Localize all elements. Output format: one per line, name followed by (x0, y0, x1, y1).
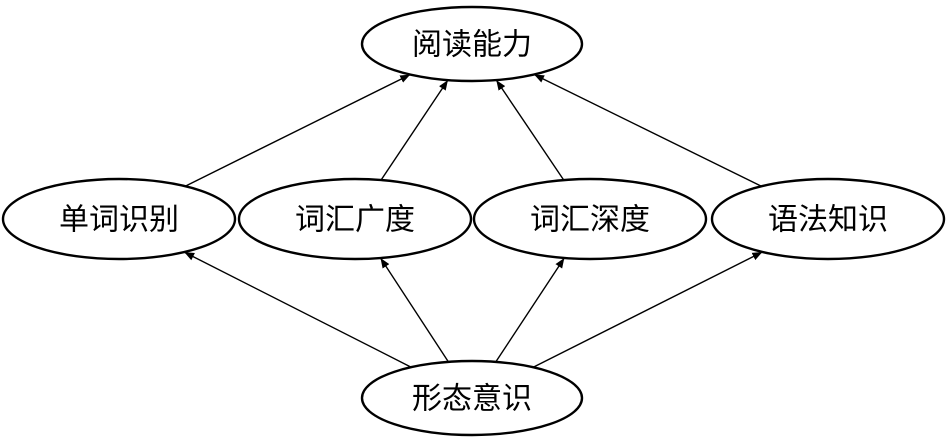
edges (183, 73, 763, 368)
edge-vocab-depth-to-reading (495, 79, 565, 181)
node-grammar: 语法知识 (710, 177, 946, 261)
node-reading: 阅读能力 (360, 5, 584, 83)
node-word-recognition-label: 单词识别 (59, 203, 179, 238)
edge-morphology-to-grammar (532, 251, 763, 368)
edge-morphology-to-word-recognition (183, 251, 412, 368)
edge-morphology-to-vocab-breadth (379, 257, 449, 363)
node-vocab-depth-label: 词汇深度 (530, 203, 650, 238)
nodes: 阅读能力 单词识别 词汇广度 词汇深度 语法知识 形态意识 (1, 5, 946, 437)
edge-grammar-to-reading (533, 73, 762, 187)
node-word-recognition: 单词识别 (1, 177, 237, 261)
node-morphology-label: 形态意识 (412, 382, 532, 417)
node-morphology-ellipse (360, 359, 584, 437)
node-grammar-label: 语法知识 (768, 203, 888, 238)
node-reading-label: 阅读能力 (412, 28, 532, 63)
node-vocab-breadth-label: 词汇广度 (295, 203, 415, 238)
node-vocab-depth-ellipse (472, 177, 708, 261)
node-word-recognition-ellipse (1, 177, 237, 261)
node-vocab-breadth-ellipse (237, 177, 473, 261)
node-vocab-depth: 词汇深度 (472, 177, 708, 261)
node-morphology: 形态意识 (360, 359, 584, 437)
node-reading-ellipse (360, 5, 584, 83)
node-vocab-breadth: 词汇广度 (237, 177, 473, 261)
edge-vocab-breadth-to-reading (380, 79, 449, 181)
edge-word-recognition-to-reading (184, 73, 411, 187)
node-grammar-ellipse (710, 177, 946, 261)
edge-morphology-to-vocab-depth (495, 257, 565, 363)
